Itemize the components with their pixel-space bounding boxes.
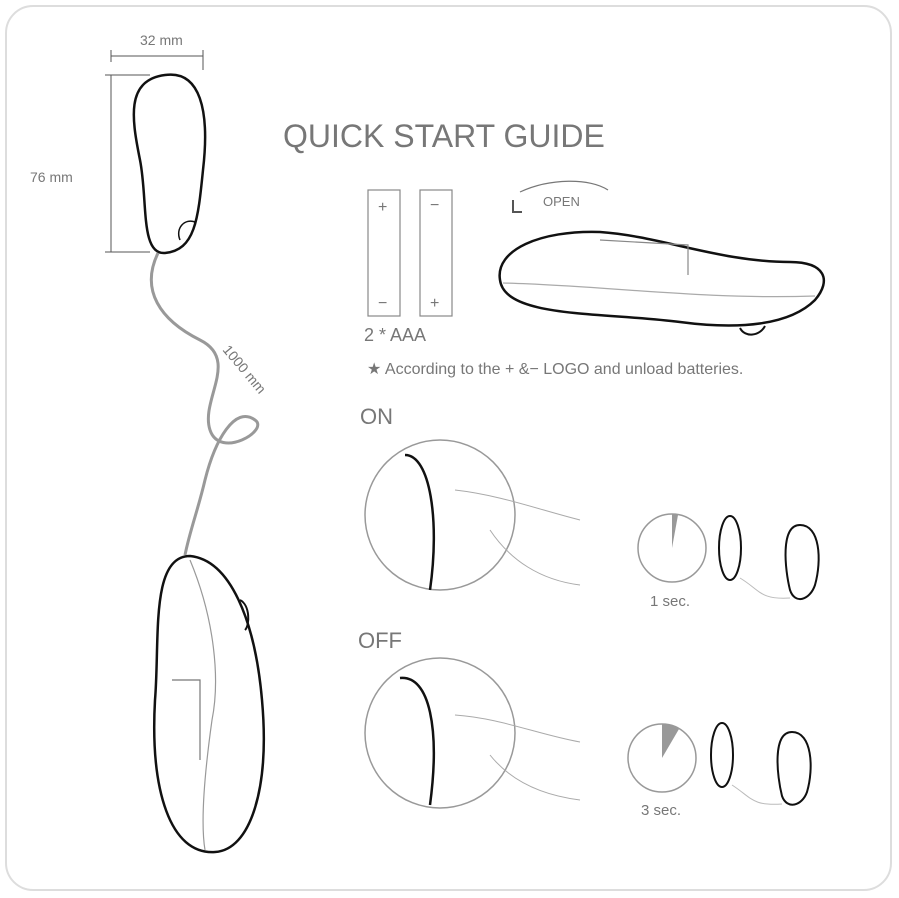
battery-2: − + bbox=[419, 189, 453, 317]
battery-1: + − bbox=[367, 189, 401, 317]
on-timer-icon bbox=[637, 513, 707, 583]
off-label: OFF bbox=[358, 628, 402, 653]
open-label: OPEN bbox=[543, 194, 580, 209]
svg-text:−: − bbox=[430, 197, 439, 214]
cord bbox=[149, 252, 260, 556]
off-timer-icon bbox=[627, 723, 697, 793]
cord-label: 1000 mm bbox=[220, 342, 270, 397]
open-hook-icon bbox=[512, 200, 522, 213]
on-device-icon bbox=[718, 515, 820, 600]
on-label: ON bbox=[360, 404, 393, 429]
on-press-illustration bbox=[364, 439, 581, 591]
battery-note: ★ According to the + &− LOGO and unload … bbox=[367, 361, 743, 378]
open-arrow-icon bbox=[519, 180, 609, 193]
vibrator-illustration bbox=[153, 554, 266, 854]
svg-text:−: − bbox=[378, 295, 387, 312]
on-duration: 1 sec. bbox=[650, 593, 690, 610]
page-frame bbox=[5, 5, 892, 891]
dimension-lines bbox=[105, 50, 204, 253]
svg-text:+: + bbox=[378, 199, 387, 216]
height-label: 76 mm bbox=[30, 169, 73, 185]
remote-control-illustration bbox=[132, 73, 207, 255]
off-press-illustration bbox=[364, 657, 581, 809]
svg-text:+: + bbox=[430, 295, 439, 312]
battery-label: 2 * AAA bbox=[364, 325, 426, 345]
remote-side-view bbox=[498, 230, 826, 336]
off-duration: 3 sec. bbox=[641, 802, 681, 819]
page-title: QUICK START GUIDE bbox=[283, 118, 605, 154]
off-device-icon bbox=[710, 722, 812, 806]
width-label: 32 mm bbox=[140, 32, 183, 48]
